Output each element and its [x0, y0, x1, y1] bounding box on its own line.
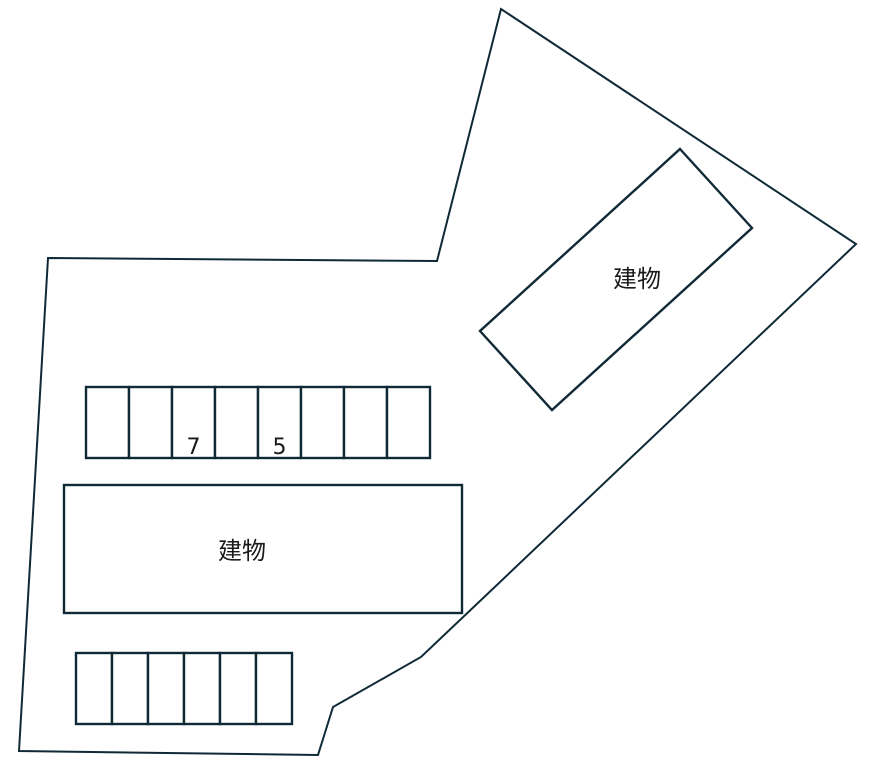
- parking-stall: [254, 651, 294, 726]
- parking-stall-number: 5: [273, 435, 287, 460]
- building-rotated: [478, 147, 754, 412]
- parking-stall: [218, 651, 258, 726]
- parking-stall: [385, 385, 432, 460]
- parking-stall: [342, 385, 389, 460]
- building-label: 建物: [218, 537, 266, 565]
- parking-stall: [182, 651, 222, 726]
- parking-stall: [84, 385, 131, 460]
- parking-stall-number: 7: [187, 435, 201, 460]
- property-boundary: [17, 7, 858, 757]
- parking-stall: [110, 651, 150, 726]
- building-main: [62, 483, 464, 615]
- parking-stall: [127, 385, 174, 460]
- parking-stall: [74, 651, 114, 726]
- building-label: 建物: [613, 265, 661, 293]
- parking-stall: [256, 385, 303, 460]
- parking-stall: [299, 385, 346, 460]
- parking-row-lower: [74, 651, 294, 726]
- parking-stall: [146, 651, 186, 726]
- parking-stall: [213, 385, 260, 460]
